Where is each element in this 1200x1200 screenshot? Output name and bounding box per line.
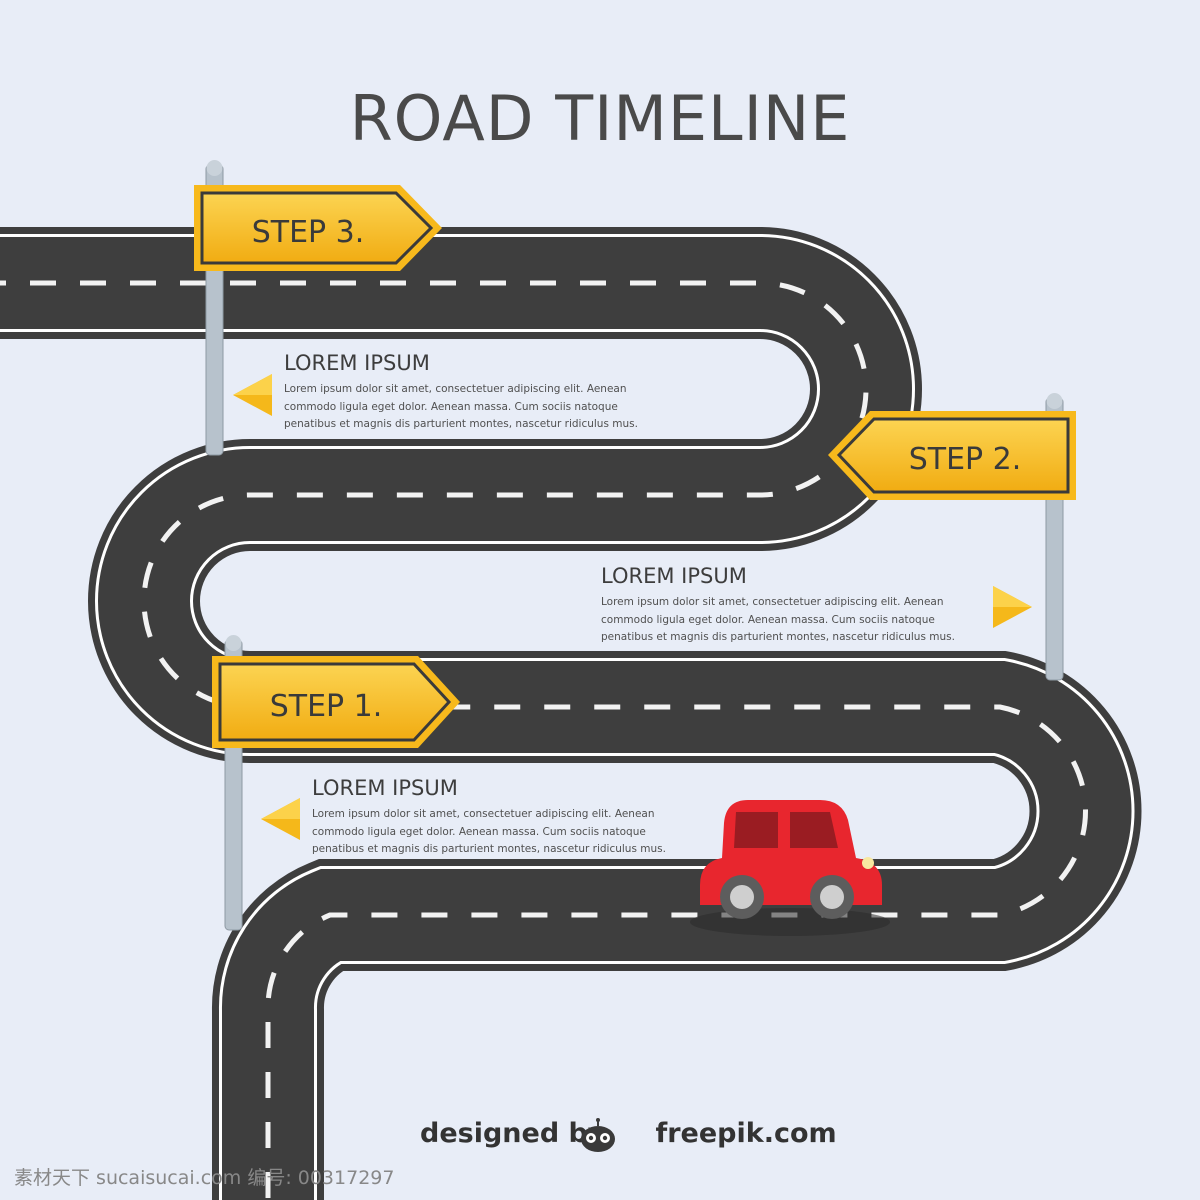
watermark: 素材天下 sucaisucai.com 编号: 00317297 [14, 1167, 395, 1189]
sign-board [836, 417, 1070, 494]
triangle-left-icon [233, 374, 272, 416]
step-3-label: STEP 3. [252, 215, 365, 250]
winding-road [0, 227, 1142, 1200]
sign-pole-cap [225, 635, 242, 651]
step-3-text: Lorem ipsum dolor sit amet, consectetuer… [284, 383, 638, 430]
step-1-text: Lorem ipsum dolor sit amet, consectetuer… [312, 808, 666, 855]
road-center-dashes [0, 280, 1088, 1200]
step-2-label: STEP 2. [909, 442, 1022, 477]
car-window [790, 812, 838, 848]
step-3-signpost: STEP 3. [194, 160, 442, 456]
freepik-mascot-icon [581, 1118, 615, 1152]
triangle-right-icon [993, 586, 1032, 628]
credit-site: freepik.com [655, 1118, 837, 1149]
step-1-heading: LOREM IPSUM [312, 776, 458, 800]
step-2-description: LOREM IPSUM Lorem ipsum dolor sit amet, … [601, 564, 981, 647]
car-icon [690, 800, 890, 936]
sign-board [200, 191, 434, 265]
step-2-signpost: STEP 2. [828, 393, 1076, 681]
step-3-heading: LOREM IPSUM [284, 351, 430, 375]
car-shadow [690, 908, 890, 936]
step-1-label: STEP 1. [270, 689, 383, 724]
step-2-text: Lorem ipsum dolor sit amet, consectetuer… [601, 596, 955, 643]
credit-designed-by: designed by [420, 1118, 606, 1149]
step-1-signpost: STEP 1. [212, 635, 460, 931]
sign-board [218, 662, 452, 742]
sign-pole-cap [1046, 393, 1063, 409]
step-3-description: LOREM IPSUM Lorem ipsum dolor sit amet, … [284, 351, 664, 434]
credit-line: designed by freepik.com [420, 1118, 837, 1149]
page-title: ROAD TIMELINE [349, 82, 851, 155]
step-2-heading: LOREM IPSUM [601, 564, 747, 588]
car-window [734, 812, 778, 848]
sign-pole-cap [206, 160, 223, 176]
step-1-description: LOREM IPSUM Lorem ipsum dolor sit amet, … [312, 776, 692, 859]
car-headlight [862, 857, 874, 869]
triangle-left-icon [261, 798, 300, 840]
